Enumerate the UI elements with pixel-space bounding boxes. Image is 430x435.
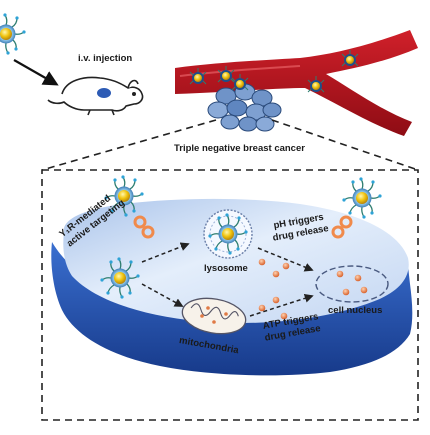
mitochondria-icon <box>181 297 247 335</box>
lysosome-icon <box>203 209 253 259</box>
nanoparticle-icon <box>0 12 27 56</box>
cell-body-top <box>63 198 409 324</box>
pathway-arrows <box>141 242 314 317</box>
mouse-tumor-icon <box>97 88 111 98</box>
injection-arrow <box>13 59 59 86</box>
zoom-connector <box>41 119 419 421</box>
iv-injection-label: i.v. injection <box>78 53 133 64</box>
receptor-icon <box>331 215 353 239</box>
drug-dots <box>258 258 368 320</box>
lysosome-label: lysosome <box>204 263 248 274</box>
cell-nucleus-label: cell nucleus <box>328 305 383 316</box>
nanoparticle-icon <box>341 176 383 220</box>
tumor-cluster-icon <box>207 83 282 132</box>
nucleus-icon <box>315 265 389 303</box>
receptor-icon <box>133 215 155 239</box>
cell-body-side <box>51 242 413 376</box>
tnbc-label: Triple negative breast cancer <box>174 143 305 154</box>
blood-vessel-icon <box>175 30 418 136</box>
mouse-icon <box>47 76 144 116</box>
